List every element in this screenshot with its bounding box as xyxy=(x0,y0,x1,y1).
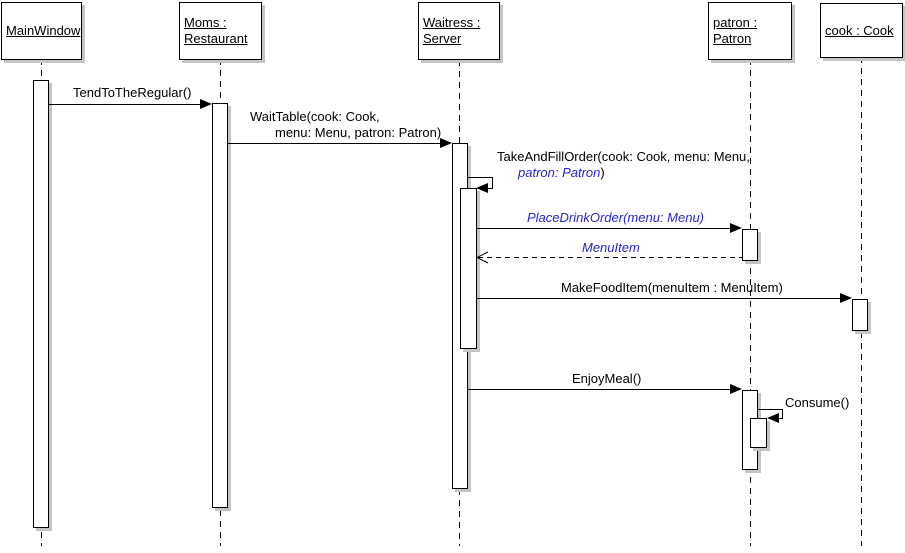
message-label: WaitTable(cook: Cook, xyxy=(250,109,380,124)
activation-mainwindow xyxy=(33,80,49,528)
message-label: menu: Menu, patron: Patron) xyxy=(275,125,442,140)
lifeline-patron xyxy=(750,59,751,546)
message-line xyxy=(782,409,783,419)
message-label: EnjoyMeal() xyxy=(572,371,642,386)
lifeline-name: cook : Cook xyxy=(825,22,894,38)
message-line xyxy=(467,177,493,178)
lifeline-head-moms-restaurant: Moms : Restaurant xyxy=(179,2,262,60)
message-line xyxy=(477,228,731,229)
activation-patron-consume xyxy=(750,418,767,448)
activation-waitress-nested xyxy=(460,188,477,349)
arrowhead-icon xyxy=(730,384,742,394)
message-label: PlaceDrinkOrder(menu: Menu) xyxy=(527,210,705,225)
message-label: MenuItem xyxy=(582,240,640,255)
message-line xyxy=(228,143,441,144)
activation-moms-restaurant xyxy=(212,103,228,508)
message-label-suffix: ) xyxy=(600,165,605,180)
message-line xyxy=(758,409,783,410)
message-label: TakeAndFillOrder(cook: Cook, menu: Menu, xyxy=(497,149,750,164)
message-line-dashed xyxy=(478,257,742,258)
lifeline-name: Moms : xyxy=(184,15,227,30)
arrowhead-icon xyxy=(440,138,452,148)
activation-patron-drinkorder xyxy=(742,229,758,261)
message-line xyxy=(468,389,731,390)
message-line xyxy=(777,418,783,419)
lifeline-name: Restaurant xyxy=(184,31,248,46)
message-label: patron: Patron) xyxy=(518,166,605,180)
message-label: MakeFoodItem(menuItem : MenuItem) xyxy=(561,280,783,295)
message-line xyxy=(492,177,493,189)
message-label-emphasis: patron: Patron xyxy=(518,165,601,180)
message-line xyxy=(477,298,841,299)
message-label: TendToTheRegular() xyxy=(73,85,192,100)
open-arrowhead-icon xyxy=(476,251,489,264)
lifeline-name: Waitress : xyxy=(423,15,481,30)
arrowhead-icon xyxy=(476,183,488,193)
lifeline-head-waitress-server: Waitress : Server xyxy=(418,2,500,60)
lifeline-name: patron : xyxy=(713,15,758,30)
arrowhead-icon xyxy=(730,223,742,233)
lifeline-head-cook: cook : Cook xyxy=(820,3,903,58)
activation-cook-makefood xyxy=(852,299,868,331)
lifeline-head-patron: patron : Patron xyxy=(708,2,792,60)
message-line xyxy=(49,104,201,105)
lifeline-name: MainWindow xyxy=(6,23,81,38)
lifeline-name: Server xyxy=(423,31,462,46)
arrowhead-icon xyxy=(200,99,212,109)
message-label: Consume() xyxy=(785,395,850,410)
lifeline-name: Patron xyxy=(713,31,752,46)
message-line xyxy=(486,188,493,189)
lifeline-head-mainwindow: MainWindow xyxy=(1,2,82,60)
arrowhead-icon xyxy=(840,293,852,303)
arrowhead-icon xyxy=(767,413,779,423)
